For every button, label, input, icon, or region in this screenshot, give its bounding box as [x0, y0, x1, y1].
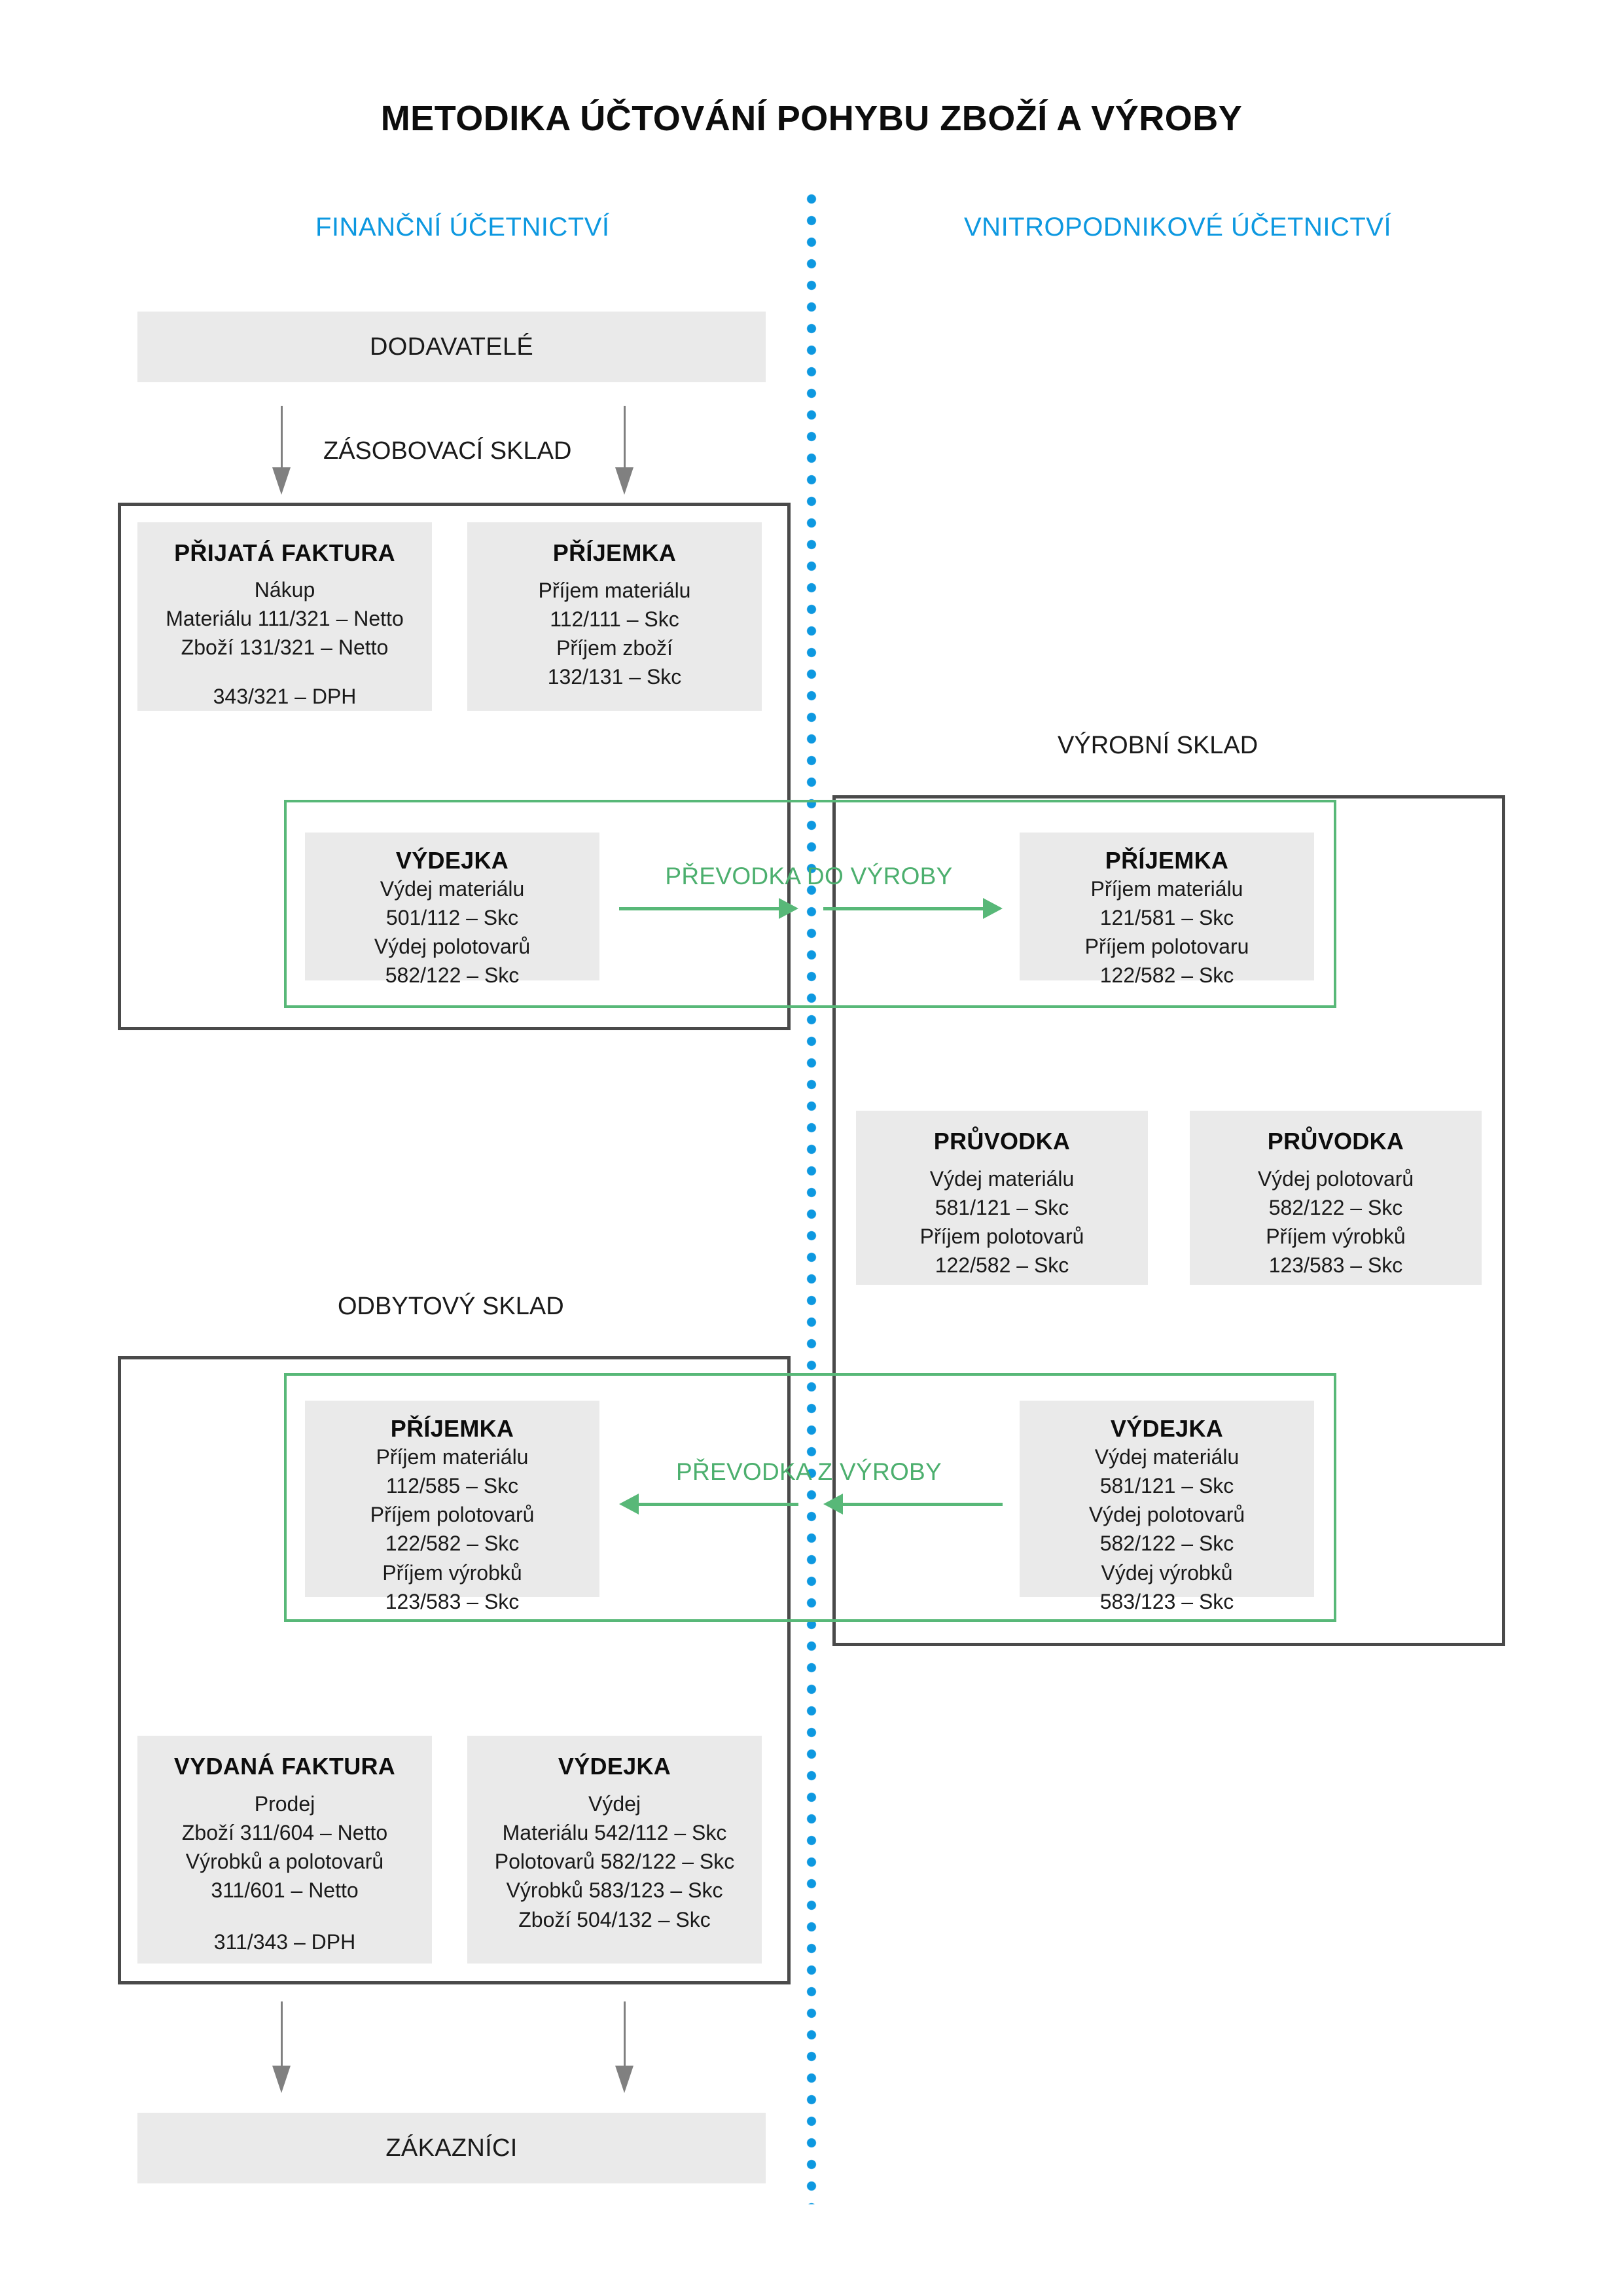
card-line: Materiálu 542/112 – Skc: [502, 1821, 727, 1845]
card-line: 112/585 – Skc: [385, 1474, 519, 1498]
card-routing-card-left: PRŮVODKA Výdej materiálu 581/121 – Skc P…: [856, 1111, 1148, 1285]
card-line: Příjem materiálu: [538, 579, 691, 602]
card-line: 132/131 – Skc: [547, 665, 682, 689]
card-goods-receipt-production: PŘÍJEMKA Příjem materiálu 121/581 – Skc …: [1020, 833, 1314, 987]
arrow-transfer-from-production-right: [823, 1491, 1003, 1517]
transfer-label-from-production: PŘEVODKA Z VÝROBY: [675, 1458, 942, 1485]
arrow-transfer-to-production-right: [823, 895, 1003, 922]
card-line: Příjem výrobků: [382, 1560, 522, 1585]
arrow-issue-note-to-customers: [611, 2001, 637, 2093]
card-routing-card-right: PRŮVODKA Výdej polotovarů 582/122 – Skc …: [1190, 1111, 1482, 1285]
card-line: Výrobků a polotovarů: [185, 1850, 384, 1874]
card-line: 112/111 – Skc: [550, 607, 679, 632]
banner-customers: ZÁKAZNÍCI: [137, 2113, 766, 2183]
card-line: Materiálu 111/321 – Netto: [166, 606, 404, 630]
card-title: PŘÍJEMKA: [1105, 847, 1229, 874]
card-line: 122/582 – Skc: [935, 1253, 1069, 1278]
card-line: 582/122 – Skc: [1268, 1196, 1403, 1220]
card-line: 121/581 – Skc: [1099, 906, 1234, 930]
card-line: Příjem polotovaru: [1084, 935, 1249, 959]
card-issued-invoice: VYDANÁ FAKTURA Prodej Zboží 311/604 – Ne…: [137, 1736, 432, 1964]
card-title: VÝDEJKA: [558, 1753, 671, 1780]
area-label-sales-warehouse: ODBYTOVÝ SKLAD: [338, 1293, 564, 1320]
arrow-transfer-to-production-left: [619, 895, 798, 922]
card-line: 582/122 – Skc: [385, 963, 520, 988]
frame-supply-warehouse: [118, 503, 791, 1030]
card-line: 581/121 – Skc: [1099, 1474, 1234, 1498]
card-title: PŘÍJEMKA: [552, 539, 677, 566]
card-title: PRŮVODKA: [1267, 1128, 1404, 1155]
card-line: Polotovarů 582/122 – Skc: [494, 1850, 735, 1874]
card-line: Zboží 504/132 – Skc: [518, 1907, 711, 1931]
card-line: 123/583 – Skc: [385, 1589, 520, 1613]
card-line: Výdej: [588, 1792, 641, 1816]
card-title: VYDANÁ FAKTURA: [173, 1753, 396, 1780]
page-title: METODIKA ÚČTOVÁNÍ POHYBU ZBOŽÍ A VÝROBY: [380, 99, 1243, 138]
arrow-transfer-from-production-left: [619, 1491, 798, 1517]
card-line: Příjem materiálu: [376, 1445, 529, 1469]
card-issue-note-supply: VÝDEJKA Výdej materiálu 501/112 – Skc Vý…: [305, 833, 599, 987]
area-label-supply-warehouse: ZÁSOBOVACÍ SKLAD: [323, 437, 572, 465]
frame-production-warehouse: [832, 795, 1505, 1646]
card-line: 583/123 – Skc: [1099, 1589, 1234, 1613]
card-line: 122/582 – Skc: [1099, 963, 1234, 988]
card-line: Výdej materiálu: [929, 1167, 1075, 1191]
green-frame-transfer-to-production: [284, 800, 1336, 1008]
card-title: VÝDEJKA: [395, 847, 509, 874]
arrow-suppliers-to-invoice: [268, 406, 294, 495]
card-line: Výdej polotovarů: [374, 935, 531, 959]
transfer-label-to-production: PŘEVODKA DO VÝROBY: [665, 863, 953, 889]
column-header-internal-accounting: VNITROPODNIKOVÉ ÚČETNICTVÍ: [964, 213, 1392, 242]
card-line: 122/582 – Skc: [385, 1532, 520, 1556]
card-line: Výdej výrobků: [1101, 1560, 1233, 1585]
card-line: Příjem zboží: [556, 636, 673, 660]
card-line: Příjem polotovarů: [919, 1225, 1084, 1249]
card-line: Zboží 311/604 – Netto: [181, 1821, 388, 1845]
card-title: PRŮVODKA: [933, 1128, 1071, 1155]
green-frame-transfer-from-production: [284, 1373, 1336, 1622]
card-line: 582/122 – Skc: [1099, 1532, 1234, 1556]
card-goods-receipt-sales: PŘÍJEMKA Příjem materiálu 112/585 – Skc …: [305, 1401, 599, 1613]
card-title: PŘIJATÁ FAKTURA: [174, 539, 395, 566]
card-line: 123/583 – Skc: [1268, 1253, 1403, 1278]
card-line: Výdej polotovarů: [1257, 1167, 1414, 1191]
card-line: Zboží 131/321 – Netto: [181, 635, 389, 659]
card-line: Výdej polotovarů: [1088, 1503, 1245, 1527]
card-goods-receipt-supply: PŘÍJEMKA Příjem materiálu 112/111 – Skc …: [467, 522, 762, 711]
area-label-production-warehouse: VÝROBNÍ SKLAD: [1058, 732, 1258, 759]
card-line: Výrobků 583/123 – Skc: [506, 1878, 723, 1903]
card-line: 581/121 – Skc: [935, 1196, 1069, 1220]
vertical-dotted-divider: [806, 194, 817, 2204]
card-issue-note-production: VÝDEJKA Výdej materiálu 581/121 – Skc Vý…: [1020, 1401, 1314, 1613]
card-line: Příjem výrobků: [1266, 1225, 1406, 1249]
banner-suppliers: DODAVATELÉ: [137, 312, 766, 382]
card-line: Výdej materiálu: [1094, 1445, 1240, 1469]
card-line: 311/601 – Netto: [211, 1878, 359, 1903]
card-line: Nákup: [254, 577, 315, 601]
card-line: Prodej: [254, 1792, 315, 1816]
card-line: Příjem materiálu: [1090, 877, 1243, 901]
card-title: VÝDEJKA: [1110, 1415, 1224, 1442]
card-line: 343/321 – DPH: [213, 684, 357, 708]
arrow-suppliers-to-receipt: [611, 406, 637, 495]
card-title: PŘÍJEMKA: [390, 1415, 514, 1442]
card-line: Příjem polotovarů: [370, 1503, 535, 1527]
card-line: Výdej materiálu: [380, 877, 525, 901]
frame-sales-warehouse: [118, 1356, 791, 1984]
arrow-invoice-to-customers: [268, 2001, 294, 2093]
card-line: 501/112 – Skc: [385, 906, 519, 930]
card-issue-note-sales: VÝDEJKA Výdej Materiálu 542/112 – Skc Po…: [467, 1736, 762, 1964]
card-received-invoice: PŘIJATÁ FAKTURA Nákup Materiálu 111/321 …: [137, 522, 432, 711]
card-line: 311/343 – DPH: [213, 1929, 356, 1954]
column-header-financial-accounting: FINANČNÍ ÚČETNICTVÍ: [315, 213, 610, 242]
